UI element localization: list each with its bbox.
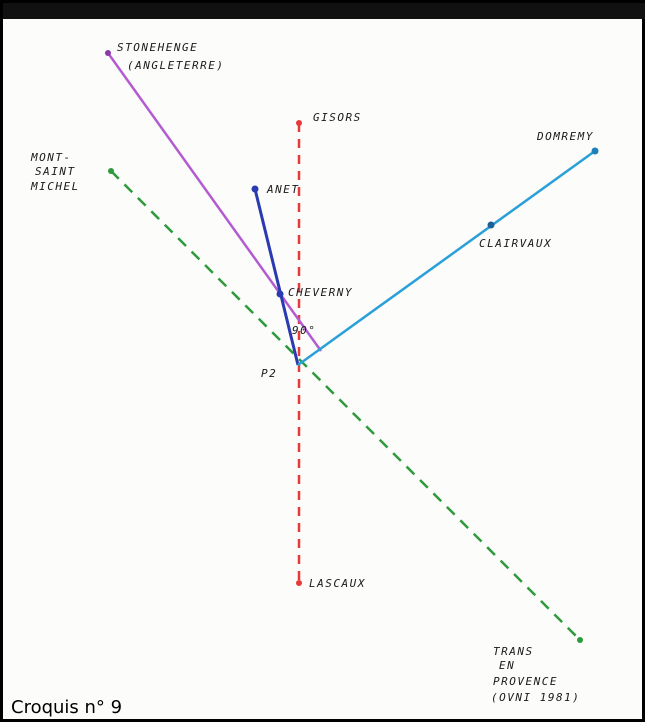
label-domremy: DOMREMY [536,130,594,143]
label-clairvaux: CLAIRVAUX [479,237,552,250]
mont-saint-michel-point [108,168,114,174]
caption: Croquis n° 9 [11,697,123,718]
label-ovni: (OVNI 1981) [491,691,580,704]
label-lascaux: LASCAUX [309,577,366,590]
stonehenge-point [105,50,111,56]
domremy-point [591,147,599,155]
gisors-point [296,120,302,126]
label-anet: ANET [266,183,300,196]
top-border-bar [3,3,645,19]
label-mont: MONT- [30,151,72,164]
label-en: EN [499,659,515,672]
label-stonehenge: STONEHENGE [117,41,198,54]
label-gisors: GISORS [313,111,362,124]
trans-en-provence-point [577,637,583,643]
label-saint: SAINT [35,165,76,178]
label-cheverny: CHEVERNY [288,286,353,299]
label-trans: TRANS [493,645,534,658]
clairvaux-point [487,221,495,229]
label-angle: 90° [292,324,316,337]
lascaux-point [296,580,302,586]
anet-point [251,185,259,193]
label-provence: PROVENCE [493,675,558,688]
cheverny-point [276,290,284,298]
mont-saint-michel-trans-line [110,170,581,641]
stonehenge-line [106,52,323,352]
alignment-sketch: STONEHENGE (ANGLETERRE) GISORS MONT- SAI… [30,41,599,704]
label-p2: P2 [261,367,277,380]
anet-line [253,188,300,366]
domremy-line [297,149,596,367]
label-angleterre: (ANGLETERRE) [127,59,224,72]
label-michel: MICHEL [30,180,80,193]
